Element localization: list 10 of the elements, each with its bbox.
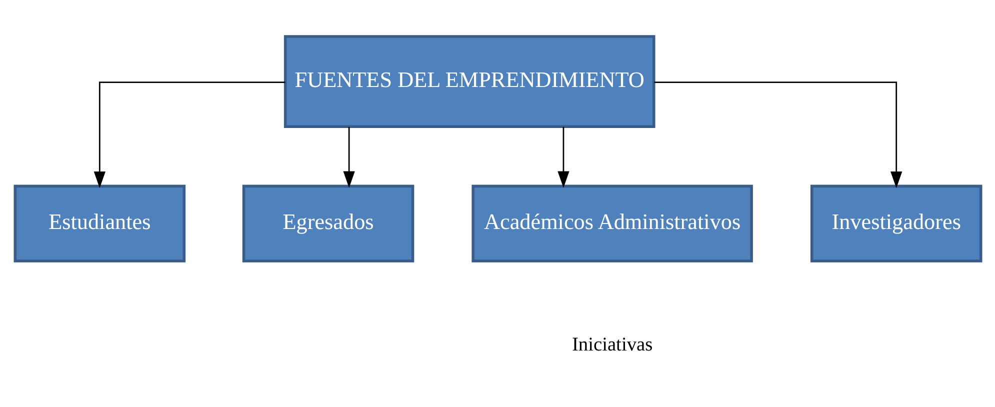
node-box: Investigadores xyxy=(810,184,982,262)
arrow xyxy=(654,82,902,188)
node-box: FUENTES DEL EMPRENDIMIENTO xyxy=(283,35,655,128)
arrow xyxy=(342,126,354,188)
node-box: Egresados xyxy=(242,184,414,262)
node-box: Académicos Administrativos xyxy=(471,184,752,262)
node-box: Estudiantes xyxy=(13,184,186,262)
arrow xyxy=(93,82,285,188)
arrow xyxy=(557,126,569,188)
label: Iniciativas xyxy=(571,334,652,356)
